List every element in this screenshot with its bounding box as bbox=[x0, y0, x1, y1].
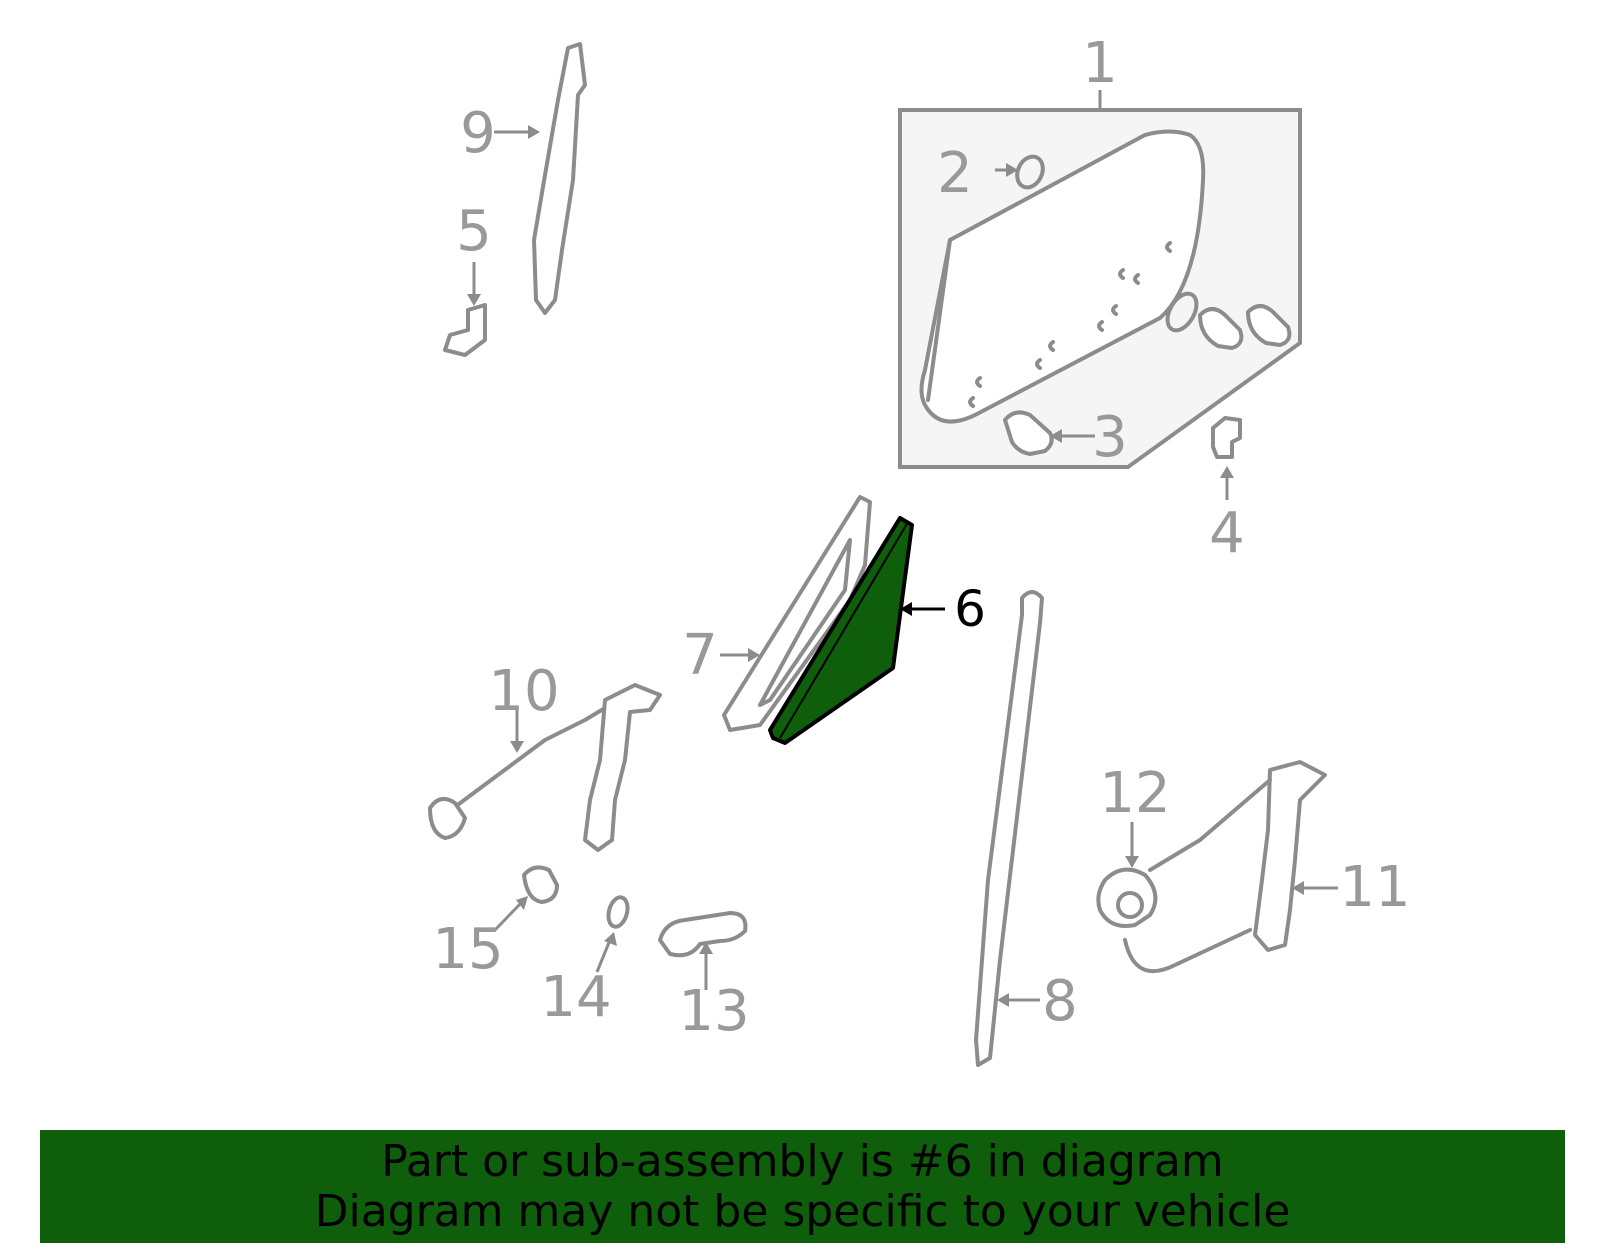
callout-8: 8 bbox=[1042, 969, 1078, 1034]
callout-6: 6 bbox=[954, 580, 986, 638]
callout-14: 14 bbox=[540, 965, 611, 1030]
part-12-motor bbox=[1096, 822, 1158, 928]
door-glass bbox=[919, 129, 1206, 424]
glass-fasteners bbox=[1165, 291, 1292, 350]
part-15-bushing bbox=[493, 865, 559, 932]
part-13-handle bbox=[658, 911, 748, 990]
part-9-run-channel bbox=[494, 42, 587, 315]
callout-15: 15 bbox=[432, 917, 503, 982]
part-2-oval bbox=[1015, 154, 1045, 190]
callout-7: 7 bbox=[682, 623, 718, 688]
footer-banner: Part or sub-assembly is #6 in diagram Di… bbox=[40, 1130, 1565, 1243]
callout-1: 1 bbox=[1082, 31, 1118, 96]
footer-line-1: Part or sub-assembly is #6 in diagram bbox=[381, 1135, 1224, 1187]
callout-3: 3 bbox=[1092, 405, 1128, 470]
part-7-quarter-glass bbox=[720, 495, 872, 732]
footer-line-2: Diagram may not be specific to your vehi… bbox=[314, 1185, 1291, 1237]
part-4-clip bbox=[1211, 416, 1242, 500]
part-5-bracket bbox=[443, 262, 487, 357]
callout-4: 4 bbox=[1209, 501, 1245, 566]
part-11-regulator bbox=[1123, 760, 1338, 974]
part-6-highlighted bbox=[768, 516, 945, 745]
part-3-bolt bbox=[1003, 410, 1095, 456]
callout-10: 10 bbox=[488, 659, 559, 724]
callout-11: 11 bbox=[1339, 855, 1410, 920]
callout-9: 9 bbox=[460, 101, 496, 166]
callout-2: 2 bbox=[937, 141, 973, 206]
part-10-regulator bbox=[428, 683, 662, 852]
part-8-channel bbox=[974, 590, 1044, 1067]
part-14-ring bbox=[595, 895, 630, 973]
callout-5: 5 bbox=[456, 199, 492, 264]
callout-12: 12 bbox=[1099, 761, 1170, 826]
callout-13: 13 bbox=[678, 979, 749, 1044]
